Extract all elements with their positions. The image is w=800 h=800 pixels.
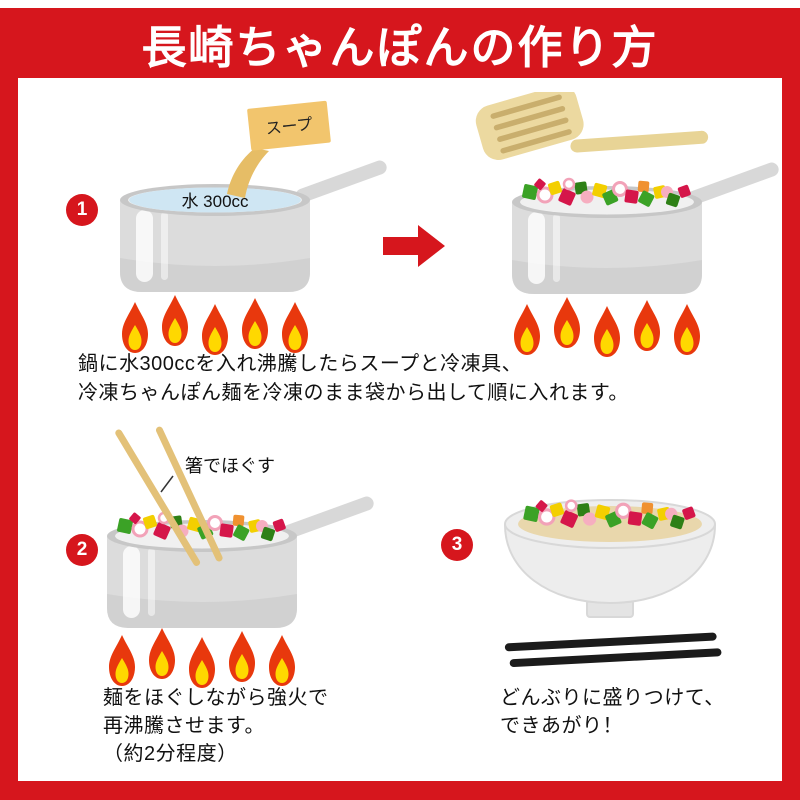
step3-caption-line2: できあがり！ xyxy=(500,715,623,737)
step3-number: 3 xyxy=(451,534,463,555)
title-banner: 長崎ちゃんぽんの作り方 xyxy=(0,8,800,78)
step1-number: 1 xyxy=(76,199,88,220)
pot-with-chopsticks-illustration: 箸でほぐす xyxy=(107,426,376,708)
frame-left xyxy=(0,8,18,800)
arrow-right-icon xyxy=(383,225,445,267)
step2-caption-line2: 再沸騰させます。 xyxy=(103,715,265,737)
step1-caption: 鍋に水300ccを入れ沸騰したらスープと冷凍具、 冷凍ちゃんぽん麺を冷凍のまま袋… xyxy=(78,350,629,408)
step3-badge: 3 xyxy=(441,529,473,561)
step2-badge: 2 xyxy=(66,534,98,566)
flame-icons xyxy=(109,628,295,688)
step1-pot-scene: スープ 水 300cc xyxy=(55,95,395,361)
label-leader-line xyxy=(160,475,174,493)
flame-icons xyxy=(514,297,700,357)
chopsticks-icon xyxy=(115,426,223,566)
step1-caption-line1: 鍋に水300ccを入れ沸騰したらスープと冷凍具、 xyxy=(78,353,523,375)
pot-icon xyxy=(512,160,781,294)
frame-bottom xyxy=(0,781,800,800)
spatula-icon xyxy=(475,85,709,161)
bowl-illustration xyxy=(503,498,722,668)
pot-icon xyxy=(120,158,389,292)
soup-packet-label: スープ xyxy=(265,115,314,138)
step3-caption: どんぶりに盛りつけて、 できあがり！ xyxy=(500,684,725,740)
bowl-icon xyxy=(503,499,717,618)
chopsticks-icon xyxy=(504,632,722,668)
step1-badge: 1 xyxy=(66,194,98,226)
soup-pour-stream xyxy=(227,148,269,198)
step2-caption: 麺をほぐしながら強火で 再沸騰させます。 （約2分程度） xyxy=(103,684,329,768)
step1-caption-line2: 冷凍ちゃんぽん麺を冷凍のまま袋から出して順に入れます。 xyxy=(78,382,629,404)
step1-result-scene xyxy=(450,85,795,362)
water xyxy=(129,187,301,213)
step2-caption-line3: （約2分程度） xyxy=(103,743,238,765)
step3-scene xyxy=(460,462,780,702)
pot-with-toppings-illustration xyxy=(475,85,781,362)
step3-caption-line1: どんぶりに盛りつけて、 xyxy=(500,687,725,709)
step2-caption-line1: 麺をほぐしながら強火で xyxy=(103,687,329,709)
flame-icons xyxy=(122,295,308,355)
soup-packet-icon: スープ xyxy=(247,100,331,151)
pot-with-water-illustration: スープ 水 300cc xyxy=(120,100,389,361)
page-title: 長崎ちゃんぽんの作り方 xyxy=(141,21,659,73)
frame-right xyxy=(782,8,800,800)
chopsticks-label: 箸でほぐす xyxy=(185,456,275,476)
step-arrow xyxy=(383,223,447,274)
pot-icon xyxy=(107,494,376,628)
step2-number: 2 xyxy=(76,539,88,560)
water-amount-label: 水 300cc xyxy=(181,192,249,211)
step2-scene: 箸でほぐす xyxy=(55,418,405,708)
